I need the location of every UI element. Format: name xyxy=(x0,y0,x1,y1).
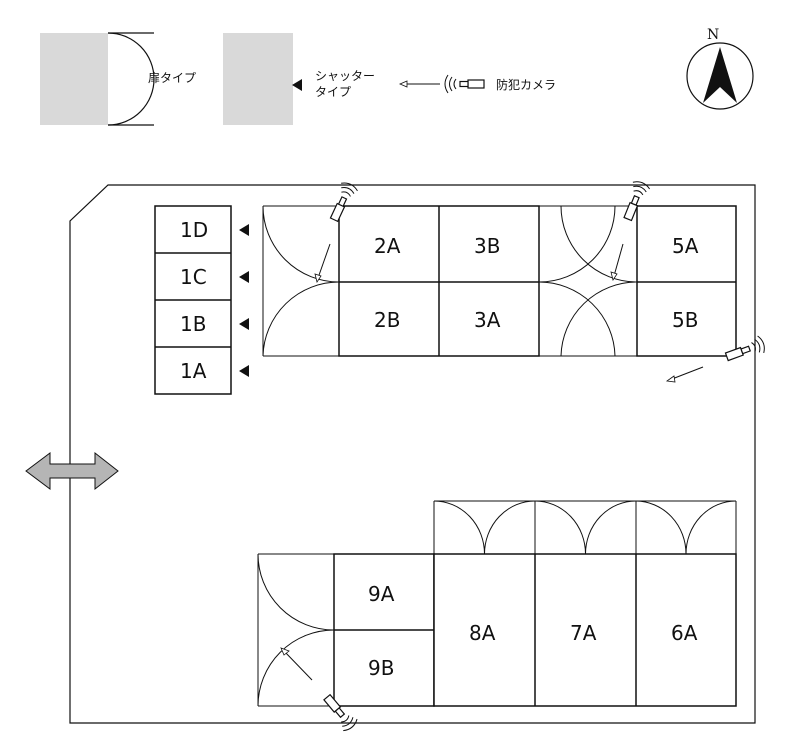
unit-9A-label: 9A xyxy=(368,582,395,606)
unit-9B-label: 9B xyxy=(368,656,394,680)
legend-camera-label: 防犯カメラ xyxy=(496,77,556,92)
unit-5B-label: 5B xyxy=(672,308,698,332)
unit-2A-label: 2A xyxy=(374,234,401,258)
shutter-1D-icon xyxy=(239,224,249,236)
shutter-1A-icon xyxy=(239,365,249,377)
unit-8A-label: 8A xyxy=(469,621,496,645)
unit-3A-label: 3A xyxy=(474,308,501,332)
compass-north-label: N xyxy=(707,27,719,43)
unit-1B-label: 1B xyxy=(180,312,206,336)
units-9: 9A 9B xyxy=(257,553,435,707)
camera-3 xyxy=(665,334,768,383)
camera-2 xyxy=(610,178,652,281)
shutter-1B-icon xyxy=(239,318,249,330)
unit-2B-label: 2B xyxy=(374,308,400,332)
unit-7A-label: 7A xyxy=(570,621,597,645)
unit-1C-label: 1C xyxy=(180,265,207,289)
unit-6A-label: 6A xyxy=(671,621,698,645)
legend-door-type: 扉タイプ xyxy=(40,32,196,126)
legend-camera: 防犯カメラ xyxy=(398,74,556,94)
units-6-8: 8A 7A 6A xyxy=(433,500,737,707)
site-boundary xyxy=(69,184,756,724)
units-2-3: 2A 3B 2B 3A xyxy=(262,205,540,357)
legend-shutter-type: シャッター タイプ xyxy=(223,33,375,125)
doors-2 xyxy=(262,205,340,357)
legend-shutter-label-2: タイプ xyxy=(315,85,351,99)
shutter-marker-icon xyxy=(292,79,302,91)
legend: 扉タイプ シャッター タイプ 防犯カメラ xyxy=(40,32,556,126)
units-5: 5A 5B xyxy=(636,205,737,357)
shutter-1C-icon xyxy=(239,271,249,283)
doors-6-8 xyxy=(433,500,737,555)
unit-3B-label: 3B xyxy=(474,234,500,258)
unit-1A-label: 1A xyxy=(180,359,207,383)
compass: N xyxy=(686,27,754,110)
legend-door-label: 扉タイプ xyxy=(148,71,196,85)
legend-shutter-label-1: シャッター xyxy=(315,69,375,83)
unit-1D-label: 1D xyxy=(180,218,208,242)
doors-3-5 xyxy=(538,205,638,357)
unit-5A-label: 5A xyxy=(672,234,699,258)
north-arrow-icon xyxy=(703,47,737,103)
camera-icon xyxy=(444,74,485,94)
camera-1 xyxy=(314,179,360,283)
doors-9 xyxy=(257,553,335,707)
entrance-arrow-icon xyxy=(25,451,119,491)
units-1: 1D 1C 1B 1A xyxy=(154,205,249,395)
camera-4 xyxy=(280,647,360,734)
